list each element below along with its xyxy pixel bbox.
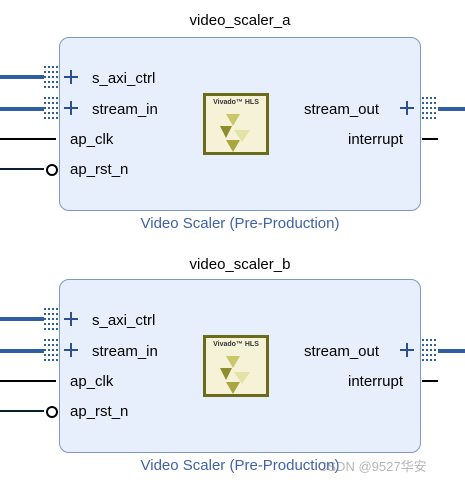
bus-wire-s-axi-ctrl[interactable] xyxy=(0,75,44,79)
bus-interface-icon xyxy=(44,339,58,361)
expand-plus-icon[interactable] xyxy=(400,343,414,357)
vivado-logo-icon xyxy=(220,356,250,394)
bus-interface-icon xyxy=(44,66,58,88)
pin-stream-in[interactable]: stream_in xyxy=(92,343,158,360)
pin-s-axi-ctrl[interactable]: s_axi_ctrl xyxy=(92,70,156,87)
vivado-logo-icon xyxy=(220,114,250,152)
instance-name: video_scaler_a xyxy=(189,12,291,29)
ip-block-video-scaler-a[interactable]: video_scaler_a s_axi_ctrl stream_in ap_c… xyxy=(0,0,465,241)
expand-plus-icon[interactable] xyxy=(64,312,78,326)
pin-s-axi-ctrl[interactable]: s_axi_ctrl xyxy=(92,312,156,329)
ip-block-video-scaler-b[interactable]: video_scaler_b s_axi_ctrl stream_in ap_c… xyxy=(0,242,465,483)
wire-ap-rst-n[interactable] xyxy=(0,168,44,170)
instance-name: video_scaler_b xyxy=(189,256,291,273)
pin-stream-out[interactable]: stream_out xyxy=(304,343,380,360)
logo-text: Vivado™ HLS xyxy=(213,341,259,348)
pin-stream-out[interactable]: stream_out xyxy=(304,101,380,118)
wire-ap-rst-n[interactable] xyxy=(0,410,44,412)
ip-subtitle: Video Scaler (Pre-Production) xyxy=(140,457,340,474)
logo-text: Vivado™ HLS xyxy=(213,99,259,106)
pin-ap-clk[interactable]: ap_clk xyxy=(70,373,114,390)
bus-interface-icon xyxy=(44,97,58,119)
watermark: CSDN @9527华安 xyxy=(318,459,427,474)
bus-wire-stream-out[interactable] xyxy=(438,349,465,353)
bus-interface-icon xyxy=(422,97,436,119)
expand-plus-icon[interactable] xyxy=(400,101,414,115)
expand-plus-icon[interactable] xyxy=(64,101,78,115)
wire-ap-clk[interactable] xyxy=(0,380,44,382)
pin-stub xyxy=(44,380,56,382)
bus-wire-stream-in[interactable] xyxy=(0,107,44,111)
wire-ap-clk[interactable] xyxy=(0,138,44,140)
active-low-bubble-icon xyxy=(46,164,58,176)
expand-plus-icon[interactable] xyxy=(64,343,78,357)
pin-interrupt[interactable]: interrupt xyxy=(348,131,404,148)
bus-interface-icon xyxy=(422,339,436,361)
bus-interface-icon xyxy=(44,308,58,330)
pin-stub xyxy=(422,380,438,382)
pin-stub xyxy=(422,138,438,140)
pin-ap-clk[interactable]: ap_clk xyxy=(70,131,114,148)
active-low-bubble-icon xyxy=(46,406,58,418)
pin-interrupt[interactable]: interrupt xyxy=(348,373,404,390)
pin-ap-rst-n[interactable]: ap_rst_n xyxy=(70,161,129,178)
bus-wire-stream-out[interactable] xyxy=(438,107,465,111)
vivado-hls-logo: Vivado™ HLS xyxy=(203,335,269,397)
pin-stub xyxy=(44,138,56,140)
pin-stream-in[interactable]: stream_in xyxy=(92,101,158,118)
ip-subtitle: Video Scaler (Pre-Production) xyxy=(140,215,340,232)
expand-plus-icon[interactable] xyxy=(64,70,78,84)
bus-wire-stream-in[interactable] xyxy=(0,349,44,353)
pin-ap-rst-n[interactable]: ap_rst_n xyxy=(70,403,129,420)
vivado-hls-logo: Vivado™ HLS xyxy=(203,93,269,155)
bus-wire-s-axi-ctrl[interactable] xyxy=(0,317,44,321)
